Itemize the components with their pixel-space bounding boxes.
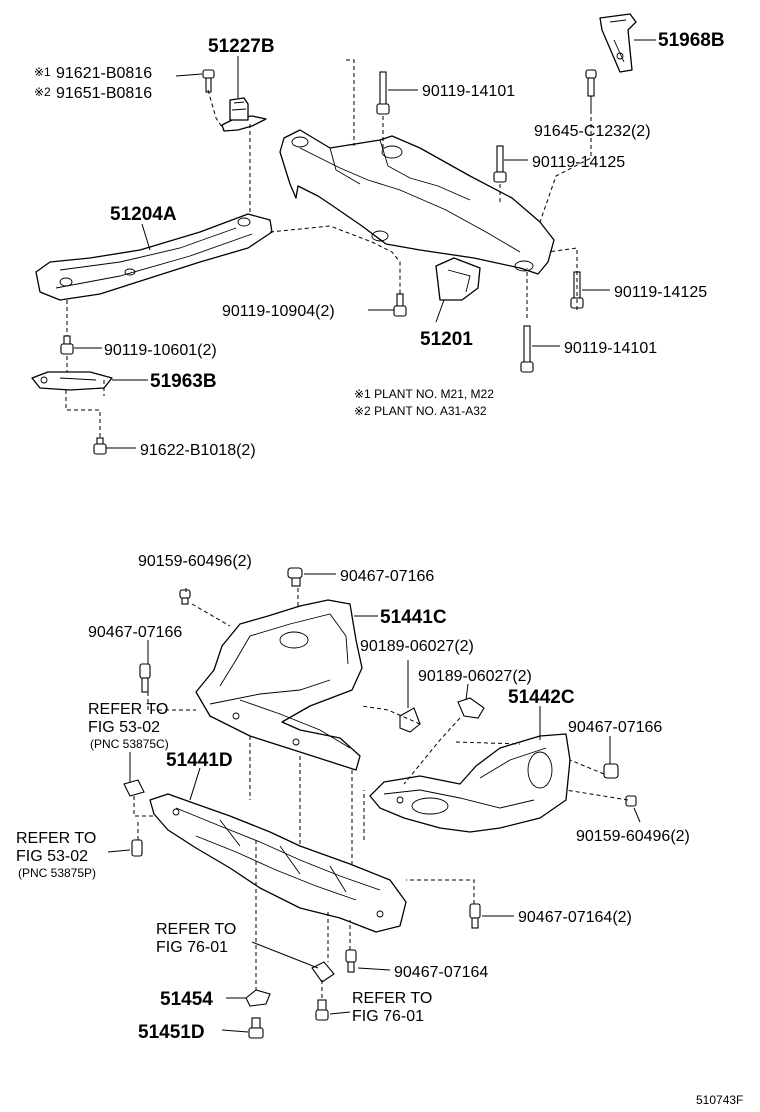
clip-90467-07166-a-icon — [287, 567, 303, 587]
label-90119-10601: 90119-10601(2) — [104, 342, 217, 359]
marker-2: ※2 — [34, 85, 51, 99]
bolt-90119-14101-b-icon — [520, 325, 534, 373]
label-51201: 51201 — [420, 329, 473, 350]
label-90119-14125-b: 90119-14125 — [614, 284, 707, 301]
label-91645-c1232: 91645-C1232(2) — [534, 123, 651, 140]
label-91651-b0816: 91651-B0816 — [56, 85, 152, 102]
bolt-76-01-icon — [315, 999, 329, 1021]
bolt-90119-10904-icon — [393, 293, 407, 317]
bolt-91621-icon — [202, 69, 215, 93]
clip-90467-07166-c-icon — [603, 763, 619, 779]
figure-id: 510743F — [696, 1093, 743, 1107]
refer-53-02-p-line1: REFER TO — [16, 830, 96, 847]
under-cover-51442c — [369, 733, 571, 833]
label-90119-10904: 90119-10904(2) — [222, 303, 335, 320]
clip-53875c-icon — [123, 779, 145, 797]
label-51442c: 51442C — [508, 687, 575, 708]
label-51204a: 51204A — [110, 204, 177, 225]
label-91622-b1018: 91622-B1018(2) — [140, 442, 256, 459]
label-90159-60496-a: 90159-60496(2) — [138, 553, 252, 570]
label-90189-06027-a: 90189-06027(2) — [360, 638, 474, 655]
refer-53-02-c-line3: (PNC 53875C) — [90, 737, 169, 751]
label-90119-14101-a: 90119-14101 — [422, 83, 515, 100]
plate-51963b — [31, 371, 113, 391]
clip-53875p-icon — [131, 839, 143, 857]
clip-90467-07164-a-icon — [469, 903, 481, 929]
bracket-51227b — [221, 97, 267, 132]
label-51454: 51454 — [160, 989, 213, 1010]
plant-note-1: ※1 PLANT NO. M21, M22 — [354, 387, 494, 401]
upper-leader-lines — [74, 39, 656, 449]
label-90467-07166-c: 90467-07166 — [568, 719, 662, 736]
refer-76-01-a-line2: FIG 76-01 — [156, 939, 228, 956]
label-90467-07166-b: 90467-07166 — [88, 624, 182, 641]
crossmember-51201 — [279, 129, 555, 301]
label-90467-07166-a: 90467-07166 — [340, 568, 434, 585]
refer-76-01-a-line1: REFER TO — [156, 921, 236, 938]
label-90189-06027-b: 90189-06027(2) — [418, 668, 532, 685]
label-51968b: 51968B — [658, 30, 725, 51]
refer-76-01-b-line2: FIG 76-01 — [352, 1008, 424, 1025]
label-90467-07164-a: 90467-07164(2) — [518, 909, 632, 926]
bolt-90159-a-icon — [179, 589, 191, 605]
label-90159-60496-b: 90159-60496(2) — [576, 828, 690, 845]
label-91621-b0816: 91621-B0816 — [56, 65, 152, 82]
clip-90467-07164-b-icon — [345, 949, 357, 973]
nut-76-01-icon — [311, 961, 335, 983]
under-cover-51441c — [195, 599, 363, 771]
clip-51454-icon — [245, 989, 271, 1007]
bolt-91622-icon — [93, 437, 107, 455]
bolt-90159-b-icon — [625, 795, 637, 807]
clip-90189-b-icon — [457, 697, 485, 719]
refer-76-01-b-line1: REFER TO — [352, 990, 432, 1007]
lower-leader-lines — [107, 573, 641, 1033]
bolt-90119-14125-a-icon — [493, 145, 507, 183]
bolt-91645-icon — [585, 69, 597, 97]
bolt-90119-14101-top-icon — [376, 71, 390, 115]
lower-dashed-lines — [133, 588, 629, 1000]
bracket-51968b — [599, 13, 637, 73]
marker-1: ※1 — [34, 65, 51, 79]
under-cover-51441d — [149, 793, 407, 933]
refer-53-02-p-line2: FIG 53-02 — [16, 848, 88, 865]
label-90119-14125-a: 90119-14125 — [532, 154, 625, 171]
upper-dashed-lines — [65, 59, 592, 438]
label-51441c: 51441C — [380, 607, 447, 628]
label-51963b: 51963B — [150, 371, 217, 392]
plant-note-2: ※2 PLANT NO. A31-A32 — [354, 404, 487, 418]
refer-53-02-p-line3: (PNC 53875P) — [18, 866, 96, 880]
refer-53-02-c-line2: FIG 53-02 — [88, 719, 160, 736]
bolt-90119-10601-icon — [60, 335, 74, 355]
refer-53-02-c-line1: REFER TO — [88, 701, 168, 718]
bolt-51451d-icon — [248, 1017, 264, 1039]
clip-90467-07166-b-icon — [139, 663, 151, 693]
label-90119-14101-b: 90119-14101 — [564, 340, 657, 357]
label-51227b: 51227B — [208, 36, 275, 57]
label-90467-07164-b: 90467-07164 — [394, 964, 488, 981]
label-51451d: 51451D — [138, 1022, 205, 1043]
brace-51204a — [35, 213, 273, 301]
label-51441d: 51441D — [166, 750, 233, 771]
